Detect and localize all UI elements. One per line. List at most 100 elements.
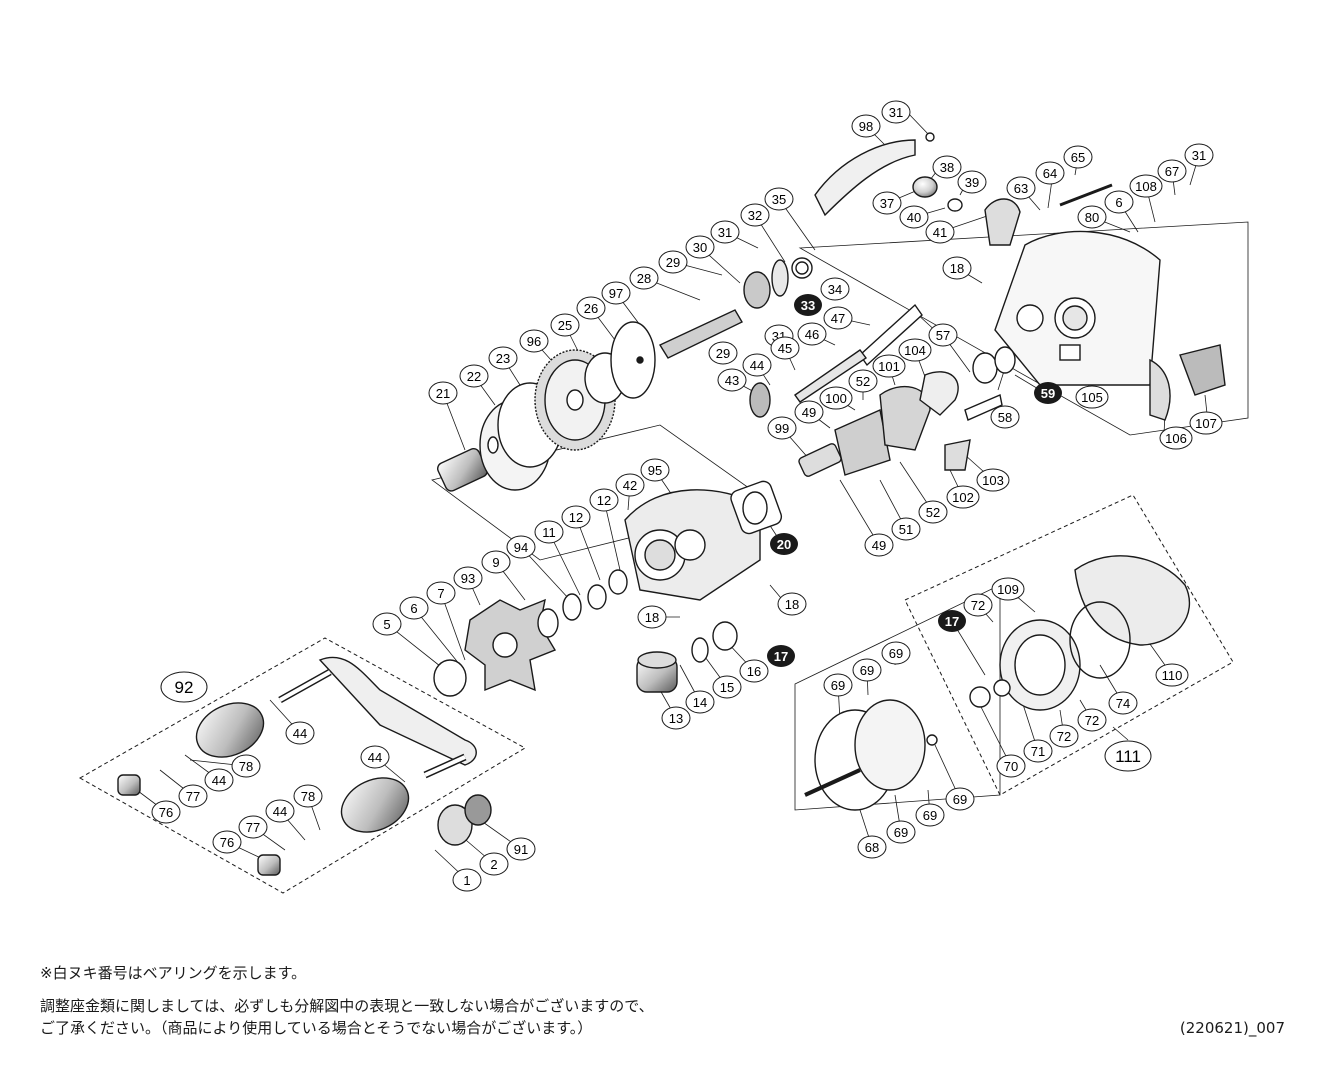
svg-text:25: 25 — [558, 318, 572, 333]
svg-text:12: 12 — [569, 510, 583, 525]
handle-group-outline — [78, 637, 527, 894]
bearing-note: ※白ヌキ番号はベアリングを示します。 — [40, 964, 307, 982]
callout-49-lower: 49 — [864, 533, 894, 557]
svg-text:6: 6 — [1115, 195, 1122, 210]
svg-text:69: 69 — [860, 663, 874, 678]
svg-text:44: 44 — [212, 773, 226, 788]
callout-97: 97 — [601, 281, 631, 305]
svg-text:104: 104 — [904, 343, 926, 358]
callout-46: 46 — [797, 322, 827, 346]
callout-72-lower: 72 — [1077, 708, 1107, 732]
exploded-parts-diagram: 1 2 91 5 6 7 93 9 94 11 12 12 42 95 18 1… — [78, 100, 1249, 894]
callout-18-right: 18 — [777, 592, 807, 616]
part-106-cover — [1149, 358, 1171, 421]
part-11-washer — [587, 584, 607, 610]
callout-12a: 12 — [561, 505, 591, 529]
callout-109: 109 — [991, 577, 1025, 601]
callout-30: 30 — [685, 235, 715, 259]
part-68-spool-shaft — [804, 768, 861, 797]
part-107-thumb-bar — [1179, 344, 1226, 396]
bearing-callout-17-left: 17 — [767, 645, 795, 667]
callout-31-c: 31 — [881, 100, 911, 124]
svg-text:11: 11 — [542, 525, 556, 540]
assembly-callouts: 92 111 — [160, 671, 1152, 772]
svg-text:91: 91 — [514, 842, 528, 857]
svg-text:68: 68 — [865, 840, 879, 855]
callout-13: 13 — [661, 706, 691, 730]
frame-group-outline — [798, 221, 1249, 436]
svg-text:103: 103 — [982, 473, 1004, 488]
svg-text:17: 17 — [945, 614, 959, 629]
callout-69-b: 69 — [852, 658, 882, 682]
callout-99: 99 — [767, 416, 797, 440]
part-knob-upper — [195, 702, 265, 758]
callout-49-upper: 49 — [794, 400, 824, 424]
svg-text:31: 31 — [889, 105, 903, 120]
callout-98: 98 — [851, 114, 881, 138]
svg-text:41: 41 — [933, 225, 947, 240]
svg-text:96: 96 — [527, 334, 541, 349]
callout-43: 43 — [717, 368, 747, 392]
callout-69-e: 69 — [915, 803, 945, 827]
callout-29-lower: 29 — [708, 341, 738, 365]
svg-text:110: 110 — [1162, 668, 1183, 683]
part-91-nut — [464, 794, 492, 826]
svg-text:92: 92 — [175, 678, 194, 697]
svg-text:111: 111 — [1115, 747, 1141, 766]
callout-47: 47 — [823, 306, 853, 330]
callout-68: 68 — [857, 835, 887, 859]
callout-69-d: 69 — [945, 787, 975, 811]
part-43-gear — [749, 382, 771, 418]
callout-21: 21 — [428, 381, 458, 405]
part-58-spring — [964, 394, 1003, 421]
callout-72-mid: 72 — [1049, 724, 1079, 748]
svg-text:31: 31 — [1192, 148, 1206, 163]
svg-text:46: 46 — [805, 327, 819, 342]
callout-31-a: 31 — [710, 220, 740, 244]
svg-text:21: 21 — [436, 386, 450, 401]
callout-39: 39 — [957, 170, 987, 194]
callout-7: 7 — [426, 581, 456, 605]
callout-18-lower: 18 — [637, 605, 667, 629]
part-110-sideplate-cover — [1074, 555, 1191, 646]
svg-text:57: 57 — [936, 328, 950, 343]
callout-100: 100 — [819, 386, 853, 410]
callout-95: 95 — [640, 458, 670, 482]
callout-76-lower: 76 — [212, 830, 242, 854]
part-5-washer — [433, 659, 467, 697]
part-65-pin — [1059, 183, 1113, 207]
bearing-callout-20: 20 — [770, 533, 798, 555]
callout-44-handle-mid: 44 — [360, 745, 390, 769]
part-30-star — [743, 271, 771, 309]
callout-28: 28 — [629, 266, 659, 290]
callout-69-a: 69 — [823, 673, 853, 697]
callout-6: 6 — [399, 596, 429, 620]
sideplate-group-outline — [904, 494, 1234, 796]
callout-69-c: 69 — [881, 641, 911, 665]
svg-text:76: 76 — [159, 805, 173, 820]
svg-text:69: 69 — [953, 792, 967, 807]
svg-text:98: 98 — [859, 119, 873, 134]
part-26-drag-spring — [610, 321, 656, 399]
part-76-cap-upper — [117, 774, 141, 796]
callout-64: 64 — [1035, 161, 1065, 185]
callout-32: 32 — [740, 203, 770, 227]
callout-91: 91 — [506, 837, 536, 861]
svg-text:44: 44 — [368, 750, 382, 765]
svg-text:28: 28 — [637, 271, 651, 286]
svg-text:94: 94 — [514, 540, 528, 555]
svg-text:44: 44 — [273, 804, 287, 819]
svg-text:40: 40 — [907, 210, 921, 225]
svg-text:51: 51 — [899, 522, 913, 537]
svg-text:22: 22 — [467, 369, 481, 384]
svg-text:35: 35 — [772, 192, 786, 207]
part-2-retainer — [437, 804, 473, 846]
callout-106: 106 — [1159, 426, 1193, 450]
svg-text:20: 20 — [777, 537, 791, 552]
callout-63: 63 — [1006, 176, 1036, 200]
svg-text:101: 101 — [878, 359, 900, 374]
svg-text:78: 78 — [239, 759, 253, 774]
svg-text:58: 58 — [998, 410, 1012, 425]
part-94-nut — [562, 593, 582, 621]
part-47-pipe — [859, 303, 923, 367]
